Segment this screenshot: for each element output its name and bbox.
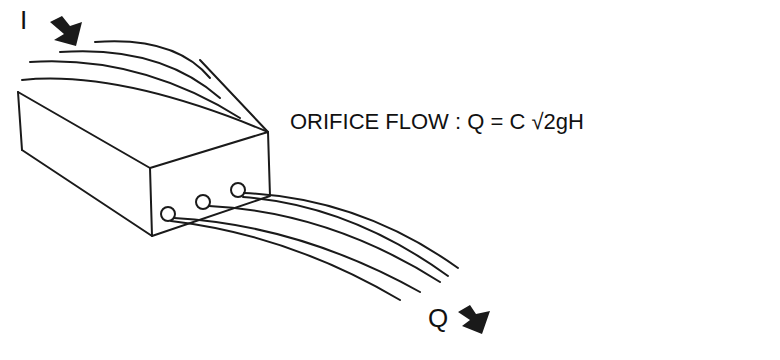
orifice (196, 195, 210, 209)
top-stroke (200, 60, 268, 132)
water-jet (174, 218, 420, 292)
top-stroke (60, 51, 220, 98)
top-stroke (95, 41, 210, 78)
tank-bottom-edge (22, 150, 152, 236)
orifice (231, 183, 245, 197)
formula-label: ORIFICE FLOW : Q = C √2gH (290, 110, 584, 134)
water-jet (209, 206, 440, 282)
outflow-arrow (458, 305, 490, 334)
water-jet (243, 197, 448, 276)
tank-back-edge (18, 92, 22, 150)
water-jet (171, 221, 400, 300)
tank-top-edge (18, 92, 150, 168)
top-stroke (22, 79, 268, 132)
water-jet (244, 193, 458, 268)
orifice (161, 207, 175, 221)
outflow-label: Q (428, 304, 448, 333)
inflow-arrow (50, 16, 82, 46)
inflow-label: I (20, 6, 27, 35)
